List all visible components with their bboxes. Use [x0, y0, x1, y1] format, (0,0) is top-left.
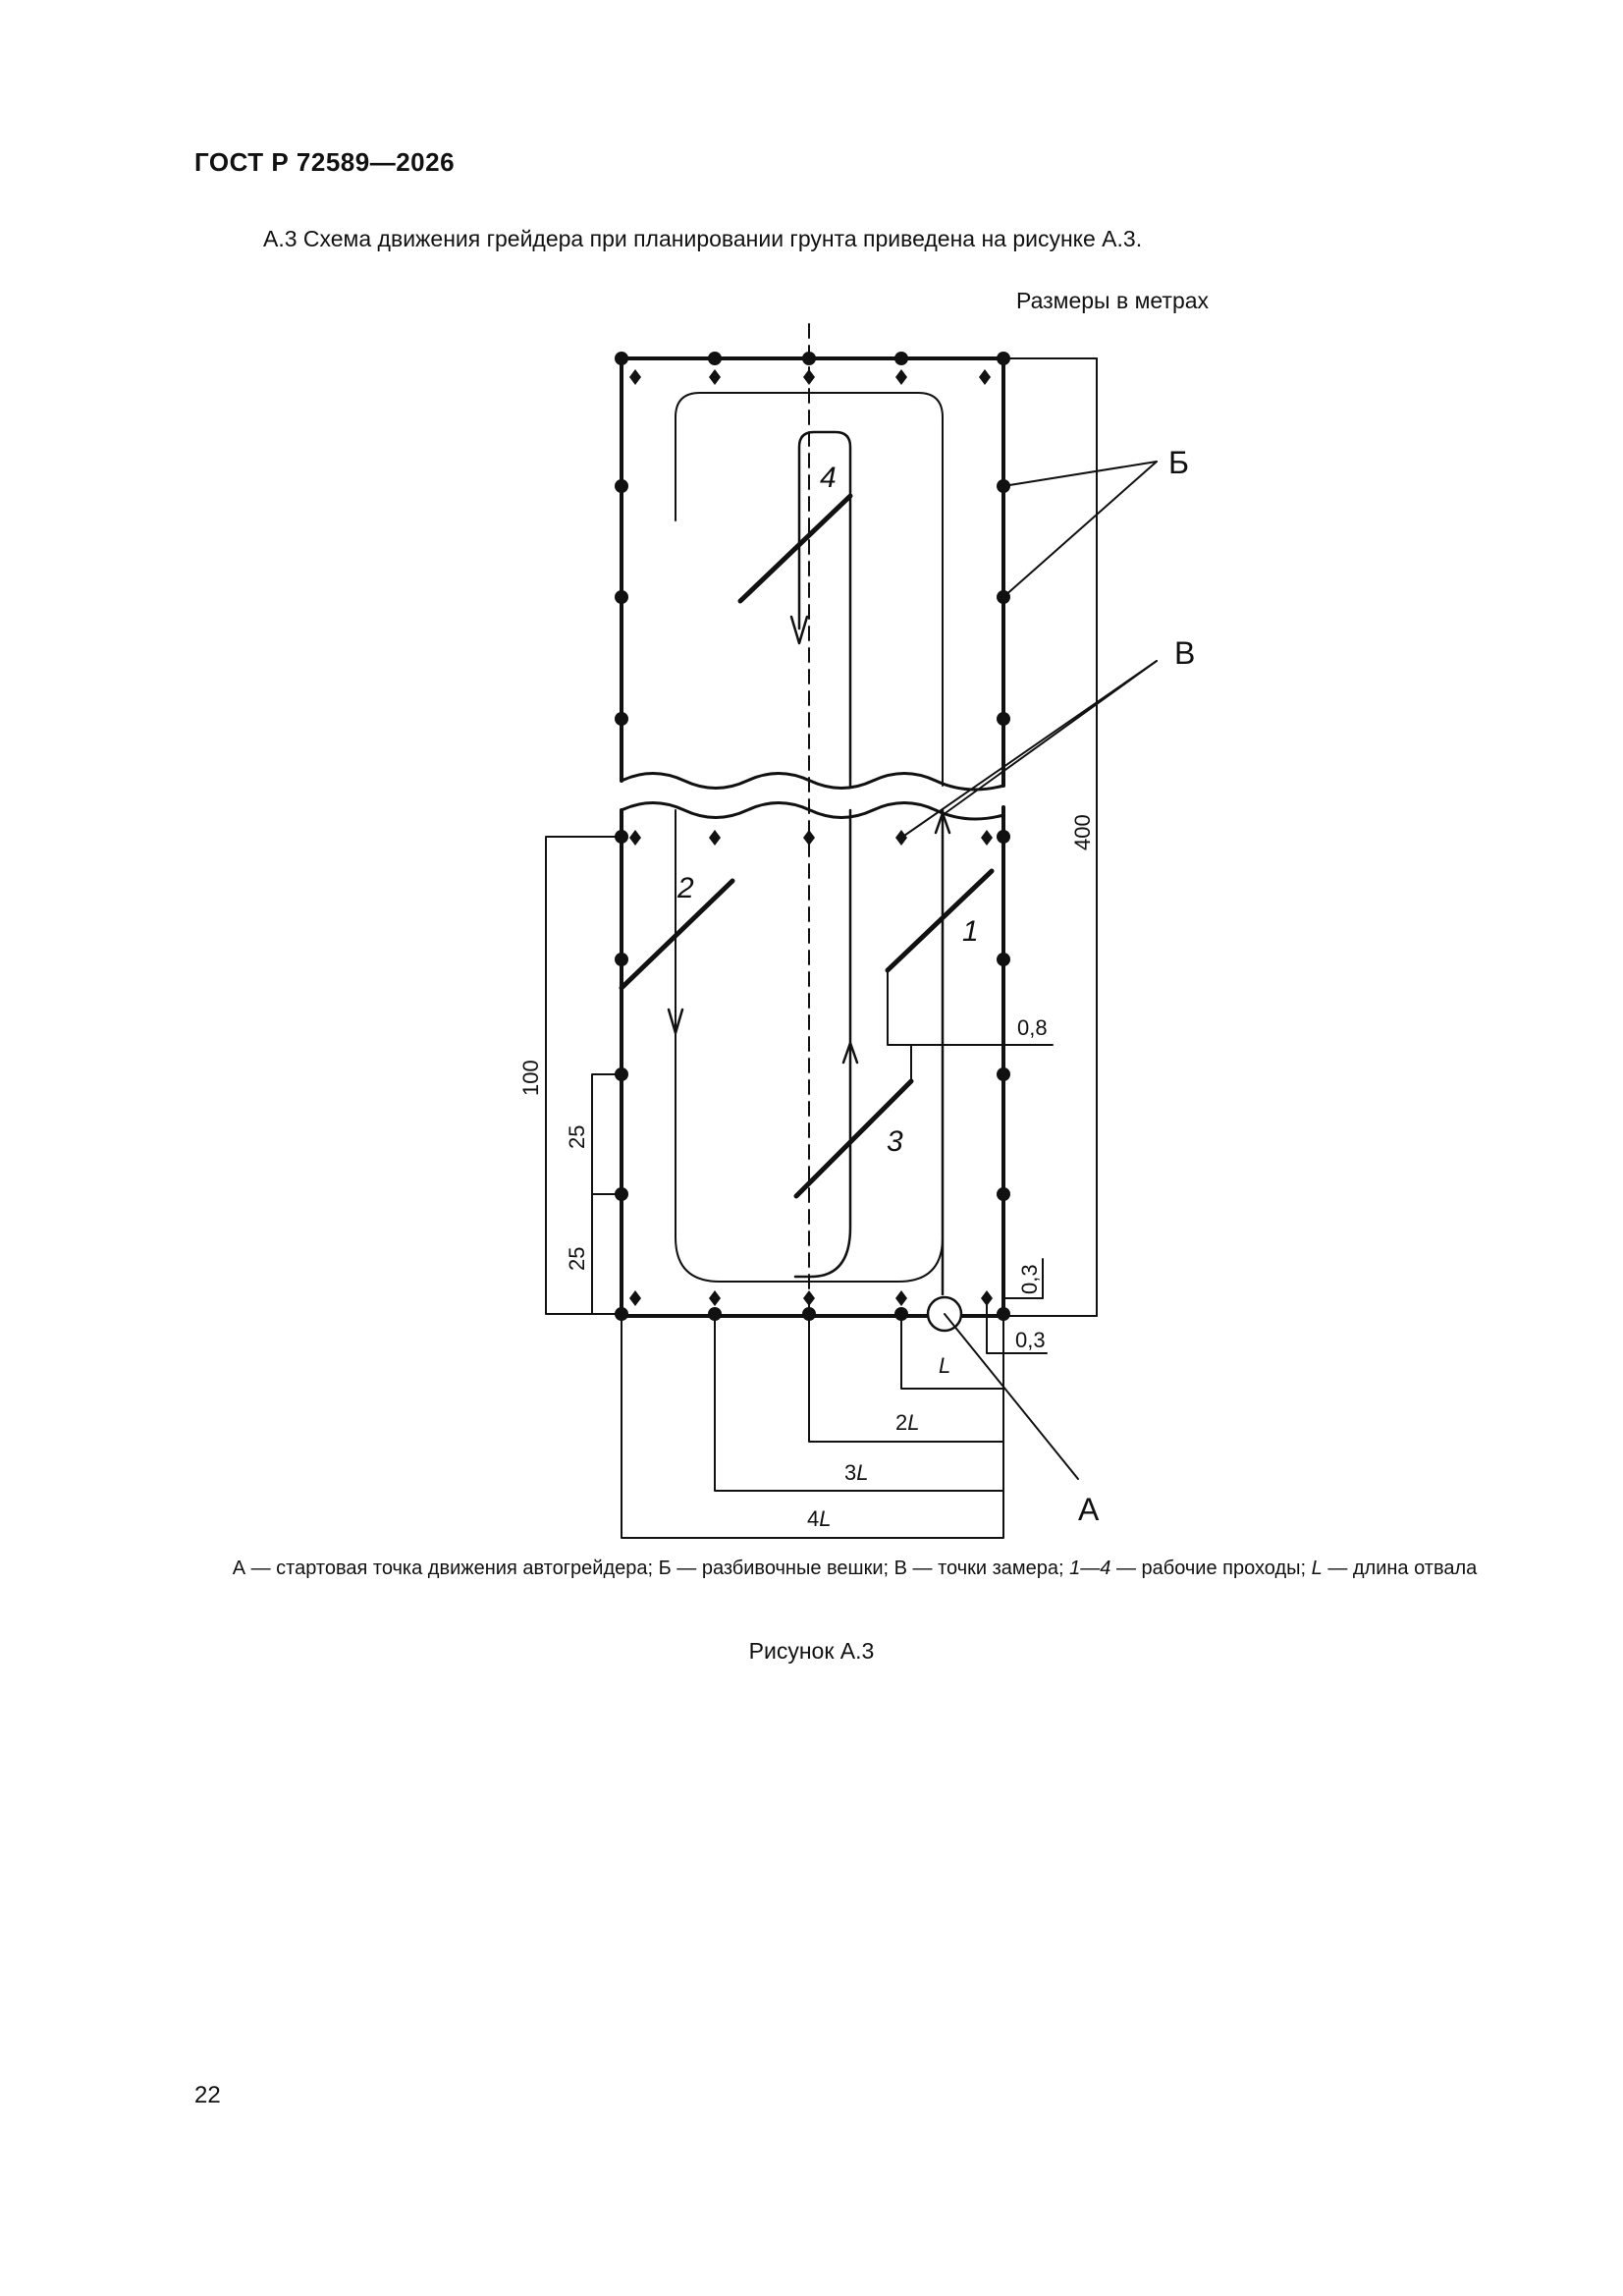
blade-pass-4	[737, 493, 853, 604]
legend-text-3: — длина отвала	[1322, 1558, 1478, 1579]
label-pass-1: 1	[962, 915, 979, 948]
staking-pole	[997, 953, 1010, 966]
label-pass-2: 2	[676, 872, 694, 904]
staking-pole	[615, 352, 628, 365]
dim-03-top	[1002, 1258, 1044, 1299]
staking-pole	[997, 1067, 1010, 1081]
grader-scheme-figure: Б В А 4 2 1 3 400 100 25 25 0,8 0,3 0,3 …	[518, 323, 1195, 1539]
measure-point	[895, 369, 907, 385]
dim-25-label-upper: 25	[565, 1125, 589, 1149]
dim-25-upper	[591, 1073, 622, 1315]
staking-pole	[894, 352, 908, 365]
staking-pole	[615, 479, 628, 493]
staking-pole	[997, 712, 1010, 726]
staking-pole	[802, 1307, 816, 1321]
dim-L	[900, 1313, 1004, 1390]
legend-text-1: А — стартовая точка движения автогрейдер…	[232, 1558, 1070, 1579]
dim-100-bracket	[545, 836, 622, 1315]
label-v: В	[1174, 635, 1195, 671]
label-b: Б	[1168, 445, 1189, 480]
measure-point	[895, 1290, 907, 1306]
dim-100-label: 100	[518, 1060, 543, 1096]
pass-4-inner-loop	[797, 430, 852, 788]
units-note: Размеры в метрах	[1016, 288, 1210, 313]
measure-point	[629, 1290, 641, 1306]
figure-legend: А — стартовая точка движения автогрейдер…	[194, 1555, 1515, 1582]
dim-3L	[714, 1313, 1004, 1492]
pointer-v-2	[900, 660, 1158, 839]
staking-pole	[615, 1307, 628, 1321]
measure-point	[709, 1290, 721, 1306]
staking-pole	[708, 352, 722, 365]
staking-pole	[802, 352, 816, 365]
label-pass-4: 4	[820, 462, 837, 494]
staking-pole	[997, 479, 1010, 493]
dim-2L	[808, 1313, 1004, 1443]
dim-03-bottom	[986, 1293, 1048, 1354]
arrow-pass-3	[841, 1041, 859, 1065]
measure-point	[629, 369, 641, 385]
break-line-lower	[620, 801, 1005, 821]
legend-text-2: — рабочие проходы;	[1110, 1558, 1312, 1579]
staking-pole	[708, 1307, 722, 1321]
staking-pole	[615, 953, 628, 966]
staking-pole	[997, 352, 1010, 365]
pointer-a	[944, 1313, 1079, 1480]
measure-point	[803, 369, 815, 385]
staking-pole	[615, 590, 628, 604]
dim-400-label: 400	[1070, 814, 1095, 850]
measure-point	[895, 830, 907, 846]
document-header: ГОСТ Р 72589—2026	[194, 147, 456, 177]
measure-point	[803, 1290, 815, 1306]
dim-25-label-lower: 25	[565, 1247, 589, 1271]
pointer-b-1	[1002, 461, 1158, 487]
intro-paragraph: А.3 Схема движения грейдера при планиров…	[263, 226, 1143, 251]
arrow-pass-4	[789, 615, 809, 645]
pass-inner-loop-lower	[793, 808, 852, 1279]
staking-pole	[894, 1307, 908, 1321]
staking-pole	[997, 1187, 1010, 1201]
blade-pass-1-tail	[887, 969, 1054, 1046]
dim-4L	[621, 1315, 1004, 1539]
measure-point	[803, 830, 815, 846]
pointer-b-2	[1002, 461, 1158, 598]
staking-pole	[615, 1067, 628, 1081]
dim-3L-label: 3L	[844, 1460, 869, 1485]
blade-pass-1	[885, 868, 995, 973]
arrow-start	[934, 811, 951, 835]
arrow-pass-2	[667, 1008, 684, 1035]
page-number: 22	[194, 2082, 221, 2108]
staking-pole	[997, 590, 1010, 604]
staking-pole	[615, 1187, 628, 1201]
dim-03-label-top: 0,3	[1017, 1264, 1042, 1294]
staking-pole	[997, 1307, 1010, 1321]
dim-2L-label: 2L	[895, 1410, 920, 1435]
staking-pole	[615, 830, 628, 844]
legend-passes: 1—4	[1069, 1558, 1111, 1579]
measure-point	[979, 369, 991, 385]
measure-point	[981, 830, 993, 846]
label-a: А	[1078, 1492, 1100, 1527]
break-line-upper	[620, 772, 1005, 792]
measure-point	[709, 369, 721, 385]
staking-pole	[997, 830, 1010, 844]
measure-point	[629, 830, 641, 846]
measure-point	[709, 830, 721, 846]
label-pass-3: 3	[887, 1125, 903, 1158]
staking-pole	[615, 712, 628, 726]
figure-title: Рисунок А.3	[748, 1638, 875, 1664]
dim-L-label: L	[939, 1353, 950, 1378]
dim-4L-label: 4L	[807, 1506, 832, 1531]
legend-L: L	[1311, 1558, 1323, 1579]
dim-03-label-bottom: 0,3	[1015, 1328, 1046, 1352]
measure-point	[981, 1290, 993, 1306]
blade-pass-3	[793, 1078, 914, 1199]
blade-pass-2	[619, 878, 735, 991]
dim-08-label: 0,8	[1017, 1015, 1048, 1040]
